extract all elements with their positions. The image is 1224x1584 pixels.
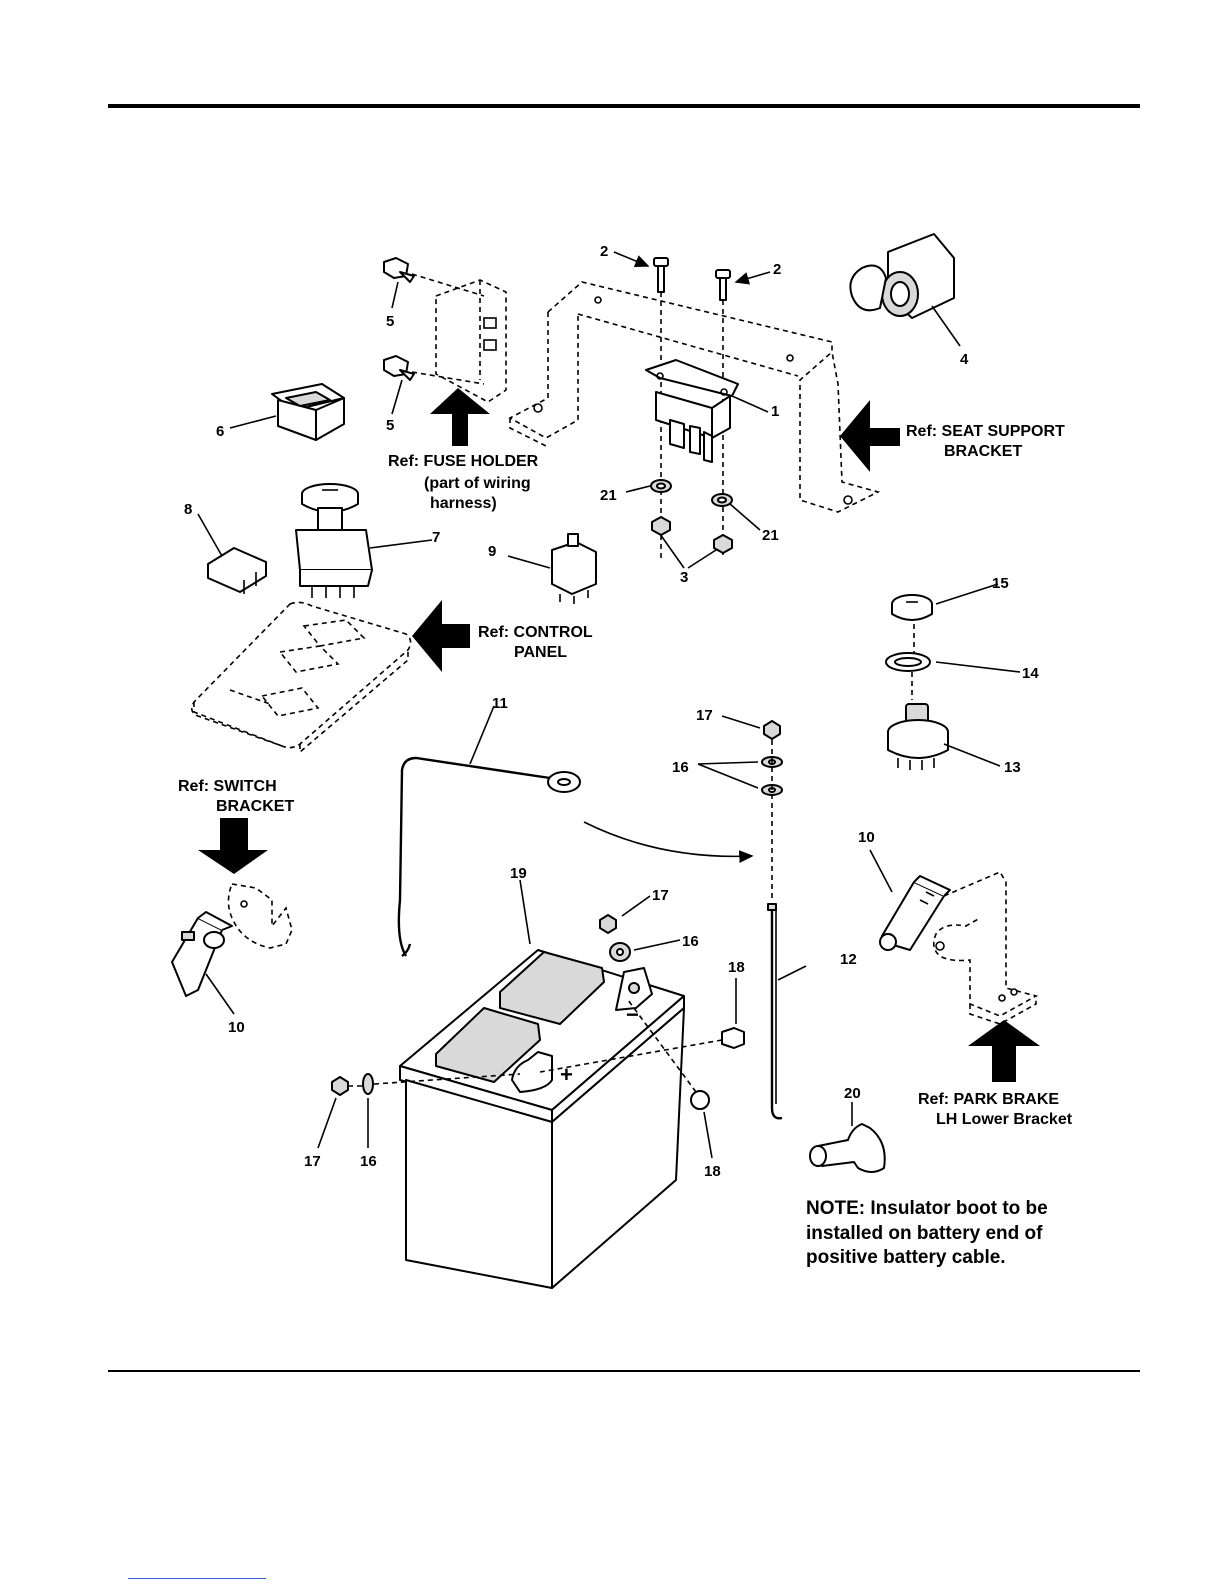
battery-left-dash <box>348 1073 521 1087</box>
ref-seat-support-line1: Ref: SEAT SUPPORT <box>906 423 1065 440</box>
note-line2: installed on battery end of <box>806 1223 1043 1244</box>
cable-routing-arrow <box>583 821 754 863</box>
bolt-2-left <box>653 257 669 560</box>
insulator-boot <box>809 1123 886 1173</box>
note-line3: positive battery cable. <box>806 1247 1006 1268</box>
battery-negative-mark: − <box>626 1002 639 1027</box>
ref-fuse-holder-line3: harness) <box>430 495 497 512</box>
park-brake-ref-arrow <box>968 1020 1040 1082</box>
battery <box>399 949 685 1289</box>
ref-control-panel-line2: PANEL <box>514 644 567 661</box>
ref-park-brake-line2: LH Lower Bracket <box>936 1111 1073 1128</box>
nut-3-left <box>651 516 671 536</box>
callout-17-battery: 17 <box>652 887 669 904</box>
key-cap <box>891 594 933 621</box>
callout-20: 20 <box>844 1085 861 1102</box>
callout-10-right: 10 <box>858 829 875 846</box>
battery-nut-17-left <box>331 1076 349 1096</box>
callout-14: 14 <box>1022 665 1039 682</box>
pto-switch <box>295 483 373 598</box>
seat-switch <box>551 533 597 604</box>
note-line1: NOTE: Insulator boot to be <box>806 1198 1048 1219</box>
ref-switch-bracket-line1: Ref: SWITCH <box>178 778 277 795</box>
battery-cable <box>397 756 581 957</box>
ref-seat-support-line2: BRACKET <box>944 443 1022 460</box>
callout-5-lower: 5 <box>386 417 394 434</box>
callout-21-left: 21 <box>600 487 617 504</box>
callout-10-left: 10 <box>228 1019 245 1036</box>
control-panel-ref-arrow <box>412 600 470 672</box>
hour-meter <box>271 383 345 441</box>
battery-bolt-18-bottom <box>627 999 710 1110</box>
ref-fuse-holder-line1: Ref: FUSE HOLDER <box>388 453 539 470</box>
screw-5-lower <box>383 355 485 385</box>
seat-support-ref-arrow <box>840 400 900 472</box>
callout-21-right: 21 <box>762 527 779 544</box>
seat-support-bracket <box>508 281 881 513</box>
switch-cover <box>207 547 267 594</box>
battery-nut-17 <box>599 914 617 934</box>
switch-bracket-ref-arrow <box>198 818 268 874</box>
park-brake-bracket <box>932 870 1039 1025</box>
fuse-holder <box>435 279 507 403</box>
ref-switch-bracket-line2: BRACKET <box>216 798 294 815</box>
callout-9: 9 <box>488 543 496 560</box>
callout-12: 12 <box>840 951 857 968</box>
solenoid <box>645 359 739 463</box>
callout-19: 19 <box>510 865 527 882</box>
callout-11: 11 <box>492 695 508 712</box>
callout-13: 13 <box>1004 759 1021 776</box>
footer-rule <box>108 1370 1140 1372</box>
battery-washer-16-left <box>362 1073 374 1095</box>
callout-15: 15 <box>992 575 1009 592</box>
callout-16-rod: 16 <box>672 759 689 776</box>
callout-16-left: 16 <box>360 1153 377 1170</box>
brake-switch-right <box>879 875 951 951</box>
hold-down-rod <box>767 903 783 1120</box>
callout-17-left: 17 <box>304 1153 321 1170</box>
screw-5-upper <box>383 257 485 297</box>
brake-switch-left <box>171 911 233 997</box>
callout-2-right: 2 <box>773 261 781 278</box>
washer-21-right <box>711 493 733 507</box>
battery-washer-16 <box>609 942 631 962</box>
callout-7: 7 <box>432 529 440 546</box>
callout-18-bottom: 18 <box>704 1163 721 1180</box>
callout-3: 3 <box>680 569 688 586</box>
battery-positive-mark: + <box>560 1062 573 1087</box>
rod-nut-17 <box>763 720 781 740</box>
ref-control-panel-line1: Ref: CONTROL <box>478 624 593 641</box>
switch-bracket <box>227 883 293 949</box>
leader-lines <box>197 251 1021 1159</box>
ignition-switch <box>887 703 949 770</box>
callout-1: 1 <box>771 403 779 420</box>
callout-16-battery: 16 <box>682 933 699 950</box>
fuse-holder-ref-arrow <box>430 388 490 446</box>
ignition-washer <box>885 652 931 672</box>
footer-link-underline[interactable] <box>128 1578 266 1579</box>
callout-5-upper: 5 <box>386 313 394 330</box>
callout-18-right: 18 <box>728 959 745 976</box>
power-outlet <box>849 233 955 319</box>
callout-8: 8 <box>184 501 192 518</box>
control-panel <box>190 601 412 754</box>
ref-park-brake-line1: Ref: PARK BRAKE <box>918 1091 1059 1108</box>
callout-17-rod: 17 <box>696 707 713 724</box>
callout-2-left: 2 <box>600 243 608 260</box>
header-rule <box>108 104 1140 108</box>
callout-4: 4 <box>960 351 969 368</box>
washer-21-left <box>650 479 672 493</box>
callout-6: 6 <box>216 423 224 440</box>
nut-3-right <box>713 534 733 554</box>
battery-bolt-18-right <box>539 1027 745 1073</box>
ref-fuse-holder-line2: (part of wiring <box>424 475 531 492</box>
